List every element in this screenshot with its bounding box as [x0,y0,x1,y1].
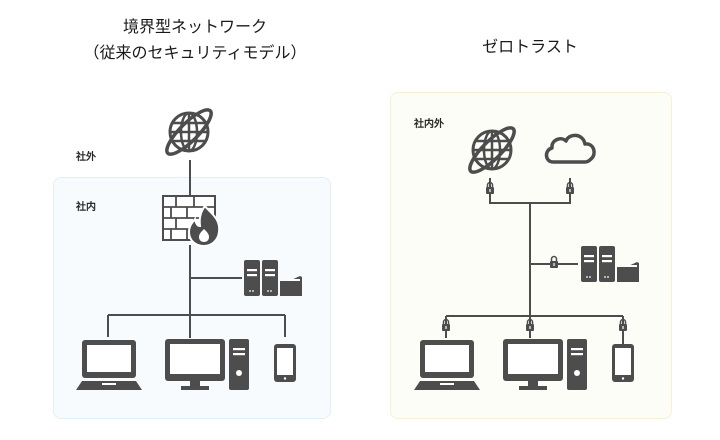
zero-trust-server-storage-icon [581,246,639,282]
zero-trust-internet-globe-icon [462,120,522,180]
perimeter-connection-lines [107,160,286,338]
laptop-icon [76,340,142,390]
smartphone-icon [274,344,296,382]
firewall-icon [162,195,221,248]
cloud-icon [544,133,596,164]
zero-trust-title: ゼロトラスト [482,37,578,56]
perimeter-title-line2: （従来のセキュリティモデル） [83,43,307,62]
server-storage-icon [244,260,302,296]
lock-icon [549,255,559,269]
zero-trust-smartphone-icon [612,344,634,382]
inside-zone-label: 社内 [76,202,96,213]
outside-zone-label: 社外 [76,152,96,163]
inside-outside-zone-label: 社内外 [414,119,444,130]
perimeter-network-title: 境界型ネットワーク （従来のセキュリティモデル） [60,14,330,66]
zero-trust-desktop-pc-icon [503,339,587,390]
zero-trust-laptop-icon [414,340,480,390]
zero-trust-connection-lines [445,178,624,344]
internet-globe-icon [159,102,219,162]
desktop-pc-icon [165,339,249,390]
perimeter-title-line1: 境界型ネットワーク [122,17,267,36]
